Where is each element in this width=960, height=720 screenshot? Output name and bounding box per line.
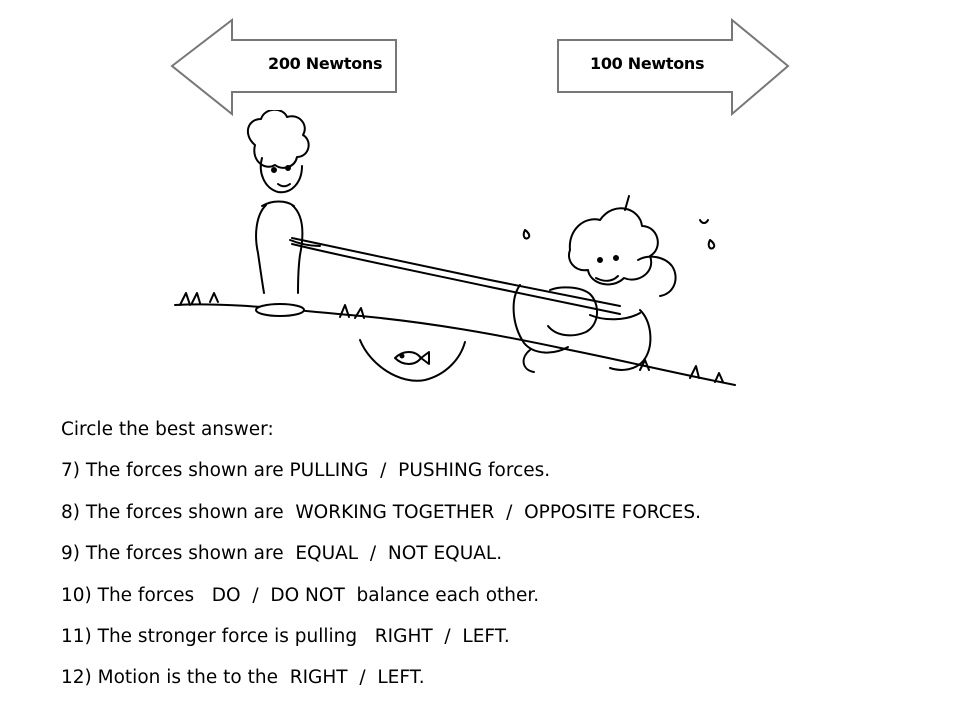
instructions: Circle the best answer:: [61, 419, 274, 440]
right-arrow-icon: [557, 18, 790, 117]
question-7: 7) The forces shown are PULLING / PUSHIN…: [61, 460, 551, 482]
question-11: 11) The stronger force is pulling RIGHT …: [61, 625, 510, 647]
tug-of-war-illustration: [174, 110, 736, 386]
question-12: 12) Motion is the to the RIGHT / LEFT.: [61, 667, 425, 689]
left-force-label: 200 Newtons: [268, 54, 383, 73]
question-8: 8) The forces shown are WORKING TOGETHER…: [61, 501, 701, 523]
question-9: 9) The forces shown are EQUAL / NOT EQUA…: [61, 543, 503, 565]
question-list: Circle the best answer: 7) The forces sh…: [61, 416, 941, 706]
left-arrow-icon: [170, 18, 397, 117]
question-10: 10) The forces DO / DO NOT balance each …: [61, 584, 540, 606]
right-force-label: 100 Newtons: [590, 54, 705, 73]
